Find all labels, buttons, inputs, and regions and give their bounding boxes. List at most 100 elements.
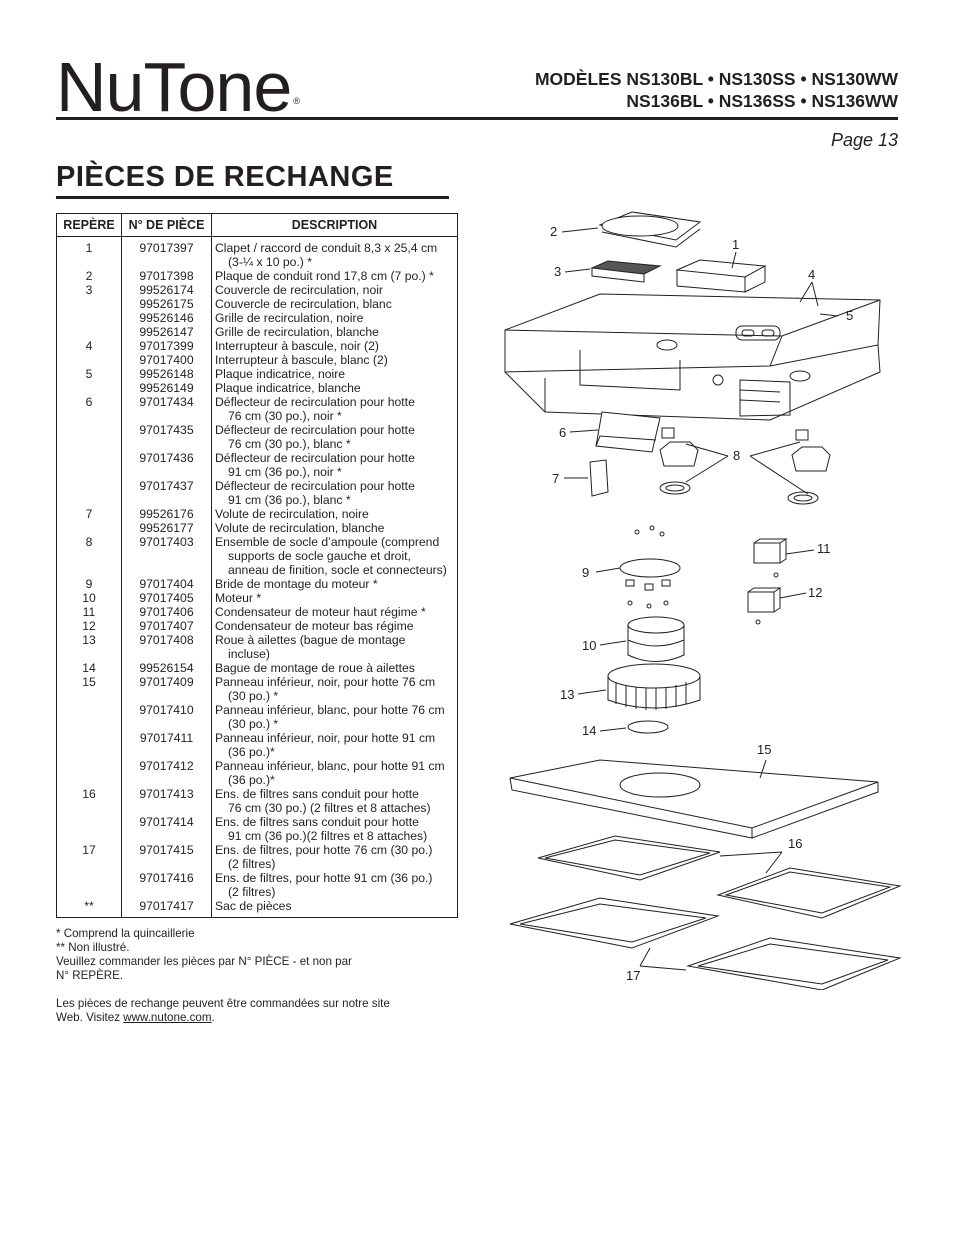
description-line: Ensemble de socle d’ampoule (comprend (215, 535, 440, 549)
col-header-rep: REPÈRE (56, 213, 122, 237)
description-continuation: 76 cm (30 po.), blanc * (228, 437, 351, 451)
cell-description: Panneau inférieur, noir, pour hotte 76 c… (211, 675, 458, 703)
cell-part-number: 99526148 (121, 367, 212, 381)
description-line: Volute de recirculation, noire (215, 507, 369, 521)
cell-description: Clapet / raccord de conduit 8,3 x 25,4 c… (211, 236, 458, 269)
models-line-1: MODÈLES NS130BL • NS130SS • NS130WW (534, 69, 898, 89)
description-continuation: 91 cm (36 po.), blanc * (228, 493, 351, 507)
description-line: Clapet / raccord de conduit 8,3 x 25,4 c… (215, 241, 438, 255)
description-line: Déflecteur de recirculation pour hotte (215, 479, 415, 493)
cell-part-number: 97017397 (121, 236, 212, 269)
nutone-website-link[interactable]: www.nutone.com (123, 1011, 212, 1024)
table-header-row: REPÈRE N° DE PIÈCE DESCRIPTION (56, 213, 458, 237)
cell-part-number: 97017409 (121, 675, 212, 703)
deflector-drawing (595, 411, 661, 453)
description-line: Sac de pièces (215, 899, 292, 913)
cell-description: Interrupteur à bascule, blanc (2) (211, 353, 458, 367)
description-line: Bride de montage du moteur * (215, 577, 378, 591)
description-line: Panneau inférieur, blanc, pour hotte 91 … (215, 759, 445, 773)
cell-description: Plaque de conduit rond 17,8 cm (7 po.) * (211, 269, 458, 283)
callout-8: 8 (733, 448, 740, 463)
cell-part-number: 97017411 (121, 731, 212, 759)
cell-rep: 8 (56, 535, 122, 577)
description-continuation: (2 filtres) (228, 857, 276, 871)
cell-description: Condensateur de moteur bas régime (211, 619, 458, 633)
description-continuation: (36 po.)* (228, 773, 275, 787)
description-continuation: (36 po.)* (228, 745, 275, 759)
cell-rep: 9 (56, 577, 122, 591)
cell-rep (56, 451, 122, 479)
light-socket-left-drawing (659, 427, 699, 495)
callout-3: 3 (554, 264, 561, 279)
description-continuation: (2 filtres) (228, 885, 276, 899)
note-web-1: Les pièces de rechange peuvent être comm… (56, 997, 390, 1010)
cell-description: Panneau inférieur, blanc, pour hotte 76 … (211, 703, 458, 731)
callout-7: 7 (552, 471, 559, 486)
cell-description: Grille de recirculation, blanche (211, 325, 458, 339)
callout-13: 13 (560, 687, 574, 702)
cell-part-number: 97017434 (121, 395, 212, 423)
cell-part-number: 99526154 (121, 661, 212, 675)
model-numbers: MODÈLES NS130BL • NS130SS • NS130WW NS13… (535, 68, 898, 112)
note-order-1: Veuillez commander les pièces par N° PIÈ… (56, 955, 352, 968)
filter-frame-left-drawing (509, 897, 720, 949)
description-continuation: (30 po.) * (228, 717, 279, 731)
motor-bracket-drawing (619, 525, 681, 609)
description-line: Couvercle de recirculation, blanc (215, 297, 392, 311)
cell-part-number: 97017404 (121, 577, 212, 591)
callout-16: 16 (788, 836, 802, 851)
cell-part-number: 97017400 (121, 353, 212, 367)
filter-frame-right-drawing (686, 937, 902, 990)
col-header-num: N° DE PIÈCE (121, 213, 212, 237)
description-line: Ens. de filtres, pour hotte 76 cm (30 po… (215, 843, 433, 857)
cell-description: Ens. de filtres, pour hotte 76 cm (30 po… (211, 843, 458, 871)
cell-description: Volute de recirculation, blanche (211, 521, 458, 535)
cell-description: Condensateur de moteur haut régime * (211, 605, 458, 619)
note-hardware: * Comprend la quincaillerie (56, 927, 195, 940)
cell-description: Volute de recirculation, noire (211, 507, 458, 521)
cell-rep (56, 703, 122, 731)
cell-description: Couvercle de recirculation, noir (211, 283, 458, 297)
cell-rep (56, 423, 122, 451)
description-line: Plaque de conduit rond 17,8 cm (7 po.) * (215, 269, 434, 283)
page-title: PIÈCES DE RECHANGE (56, 161, 394, 193)
cell-part-number: 97017414 (121, 815, 212, 843)
cell-rep: 16 (56, 787, 122, 815)
cell-part-number: 99526177 (121, 521, 212, 535)
cell-part-number: 97017416 (121, 871, 212, 899)
description-line: Grille de recirculation, noire (215, 311, 364, 325)
cell-rep (56, 521, 122, 535)
callout-2: 2 (550, 224, 557, 239)
cell-rep: 14 (56, 661, 122, 675)
cell-rep (56, 479, 122, 507)
description-line: Panneau inférieur, noir, pour hotte 91 c… (215, 731, 436, 745)
filter-left-drawing (537, 835, 721, 881)
nutone-logo: NuTone® (56, 48, 300, 126)
cell-rep (56, 731, 122, 759)
description-line: Panneau inférieur, noir, pour hotte 76 c… (215, 675, 436, 689)
description-line: Déflecteur de recirculation pour hotte (215, 451, 415, 465)
callout-17: 17 (626, 968, 640, 983)
cell-rep: 11 (56, 605, 122, 619)
cell-rep (56, 311, 122, 325)
recirculation-cover-drawing (590, 260, 662, 283)
volute-drawing (589, 459, 609, 497)
